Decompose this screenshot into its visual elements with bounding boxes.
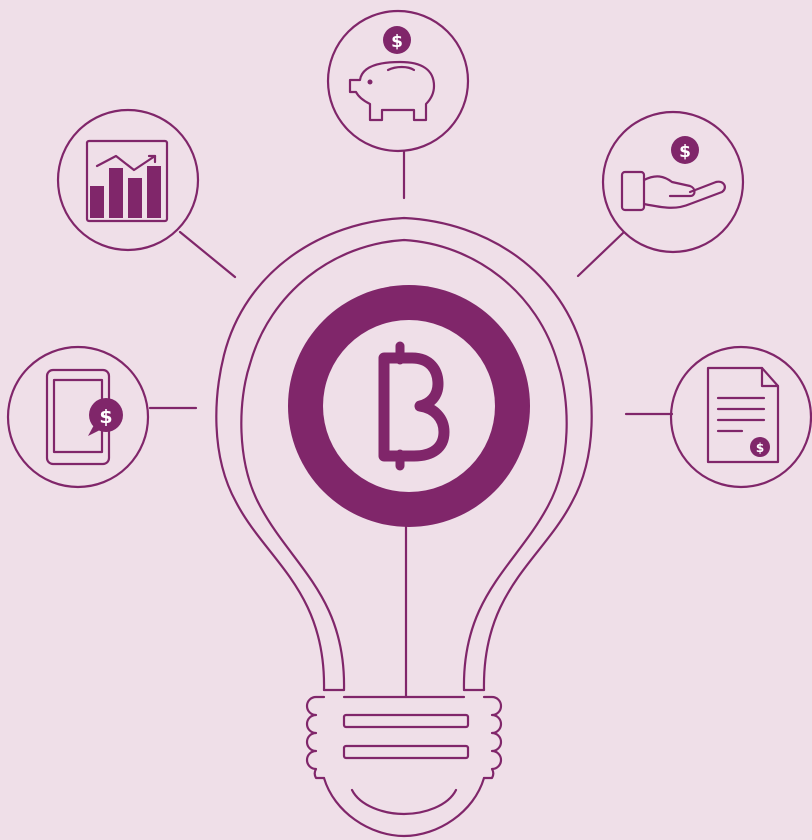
satellite-ring — [601, 110, 745, 254]
satellite-invoice: $ — [669, 345, 812, 489]
coin-dollar-sign: $ — [679, 142, 691, 162]
connector-growth-chart — [178, 230, 237, 279]
coin-dollar-sign: $ — [391, 32, 403, 52]
satellite-ring — [6, 345, 150, 489]
satellite-ring — [669, 345, 812, 489]
hand-receiving-coin-icon: $ — [620, 136, 726, 212]
piggy-bank-icon: $ — [348, 26, 436, 122]
connector-hand-coin — [576, 231, 625, 278]
invoice-document-icon: $ — [706, 366, 780, 464]
bulb-thread-2 — [342, 744, 470, 760]
dollar-coin-icon — [671, 136, 699, 164]
coin-dollar-sign: $ — [756, 441, 764, 455]
mobile-payment-icon: $ — [45, 368, 123, 466]
bitcoin-coin-face — [323, 320, 495, 492]
connector-lines — [148, 150, 674, 416]
bulb-tip-inner — [350, 788, 458, 816]
satellite-growth-chart — [56, 108, 200, 252]
bulb-tip — [322, 776, 486, 838]
light-bulb-icon — [215, 216, 593, 838]
bulb-screw-base — [305, 695, 503, 780]
bitcoin-icon — [288, 285, 530, 527]
bulb-inner-outline — [240, 238, 568, 692]
satellite-mobile-payment: $ — [6, 345, 150, 489]
growth-bar-chart-icon — [85, 139, 169, 223]
dollar-coin-icon — [750, 437, 770, 457]
satellite-piggy-bank: $ — [326, 9, 470, 153]
bulb-thread-1 — [342, 713, 470, 729]
bulb-outer-outline — [215, 216, 593, 692]
satellite-ring — [326, 9, 470, 153]
satellite-hand-coin: $ — [601, 110, 745, 254]
satellite-ring — [56, 108, 200, 252]
dollar-coin-icon — [383, 26, 411, 54]
chat-dollar-sign: $ — [99, 406, 112, 428]
bitcoin-b-glyph — [378, 341, 450, 471]
